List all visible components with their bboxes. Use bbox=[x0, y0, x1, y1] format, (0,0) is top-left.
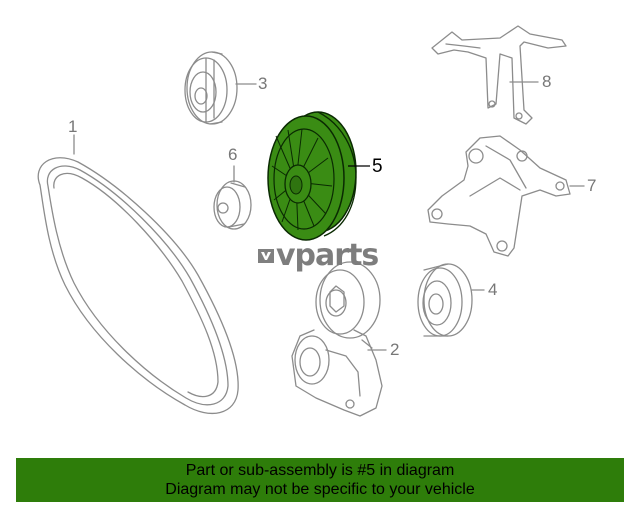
callout-4: 4 bbox=[488, 280, 498, 299]
watermark-logo: vparts bbox=[258, 238, 379, 273]
bracket-part-8 bbox=[431, 25, 567, 125]
callout-5[interactable]: 5 bbox=[372, 156, 383, 177]
info-banner-line-1: Part or sub-assembly is #5 in diagram bbox=[185, 462, 455, 479]
callout-3: 3 bbox=[258, 74, 268, 93]
belt-part-1 bbox=[37, 157, 239, 414]
cover-cap-part-6 bbox=[213, 180, 252, 230]
info-banner: Part or sub-assembly is #5 in diagram Di… bbox=[16, 458, 624, 502]
idler-pulley-part-4 bbox=[417, 263, 473, 337]
callout-6: 6 bbox=[228, 145, 238, 164]
callout-7: 7 bbox=[587, 176, 597, 195]
idler-pulley-part-3 bbox=[184, 51, 238, 125]
mounting-bracket-part-7 bbox=[427, 135, 571, 257]
pulley-part-5-highlighted[interactable] bbox=[267, 111, 370, 241]
tensioner-part-2 bbox=[291, 261, 383, 417]
callout-2: 2 bbox=[390, 340, 400, 359]
parts-diagram bbox=[37, 25, 585, 417]
leader-lines bbox=[73, 81, 585, 351]
callout-8: 8 bbox=[542, 72, 552, 91]
callout-1: 1 bbox=[68, 117, 78, 136]
info-banner-line-2: Diagram may not be specific to your vehi… bbox=[165, 481, 475, 498]
brand-mark-icon bbox=[258, 249, 274, 263]
watermark-text: vparts bbox=[276, 238, 379, 273]
